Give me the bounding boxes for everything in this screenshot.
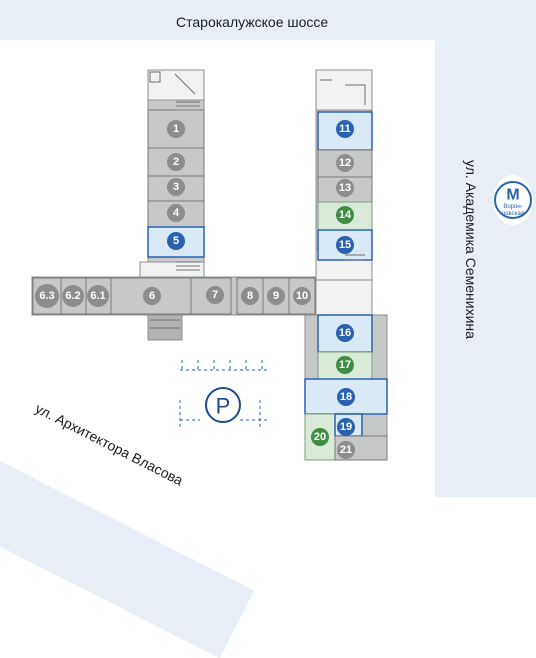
unit-circle bbox=[336, 324, 354, 342]
unit-marker-10[interactable]: 10 bbox=[293, 287, 311, 305]
unit-label: 1 bbox=[173, 123, 179, 135]
unit-label: 19 bbox=[340, 421, 352, 433]
unit-label: 6.3 bbox=[39, 290, 54, 302]
parking-area bbox=[179, 360, 270, 430]
unit-circle bbox=[336, 120, 354, 138]
parking-icon: P bbox=[205, 387, 241, 423]
unit-label: 9 bbox=[273, 290, 279, 302]
unit-circle bbox=[206, 286, 224, 304]
metro-symbol: M bbox=[506, 187, 519, 204]
unit-marker-8[interactable]: 8 bbox=[241, 287, 259, 305]
unit-marker-1[interactable]: 1 bbox=[167, 120, 185, 138]
unit-circle bbox=[167, 153, 185, 171]
metro-icon: M Ворон-цовская bbox=[493, 175, 533, 225]
unit-circle bbox=[167, 232, 185, 250]
unit-label: 7 bbox=[212, 289, 218, 301]
unit-circle bbox=[87, 285, 109, 307]
unit-label: 5 bbox=[173, 235, 179, 247]
unit-circle bbox=[62, 285, 84, 307]
unit-circle bbox=[336, 154, 354, 172]
unit-marker-6-3[interactable]: 6.3 bbox=[35, 284, 59, 308]
unit-label: 12 bbox=[339, 157, 351, 169]
unit-marker-18[interactable]: 18 bbox=[337, 388, 355, 406]
unit-marker-5[interactable]: 5 bbox=[167, 232, 185, 250]
unit-label: 15 bbox=[339, 239, 351, 251]
unit-label: 3 bbox=[173, 181, 179, 193]
unit-label: 8 bbox=[247, 290, 253, 302]
unit-marker-6-1[interactable]: 6.1 bbox=[87, 285, 109, 307]
road-label-top: Старокалужское шоссе bbox=[176, 14, 329, 30]
unit-marker-4[interactable]: 4 bbox=[167, 204, 185, 222]
unit-label: 17 bbox=[339, 359, 351, 371]
unit-circle bbox=[336, 206, 354, 224]
unit-circle bbox=[267, 287, 285, 305]
road-right bbox=[435, 0, 536, 497]
unit-circle bbox=[311, 428, 329, 446]
unit-marker-9[interactable]: 9 bbox=[267, 287, 285, 305]
unit-marker-20[interactable]: 20 bbox=[311, 428, 329, 446]
unit-label: 6.2 bbox=[65, 290, 80, 302]
unit-label: 2 bbox=[173, 156, 179, 168]
parking-symbol: P bbox=[216, 394, 231, 419]
unit-circle bbox=[336, 236, 354, 254]
unit-label: 6 bbox=[149, 290, 155, 302]
unit-circle bbox=[337, 388, 355, 406]
metro-station: Ворон-цовская bbox=[502, 204, 524, 217]
unit-marker-14[interactable]: 14 bbox=[336, 206, 354, 224]
unit-marker-2[interactable]: 2 bbox=[167, 153, 185, 171]
unit-label: 13 bbox=[339, 182, 351, 194]
unit-circle bbox=[337, 441, 355, 459]
unit-marker-17[interactable]: 17 bbox=[336, 356, 354, 374]
unit-marker-15[interactable]: 15 bbox=[336, 236, 354, 254]
unit-marker-7[interactable]: 7 bbox=[206, 286, 224, 304]
unit-marker-12[interactable]: 12 bbox=[336, 154, 354, 172]
unit-marker-6[interactable]: 6 bbox=[143, 287, 161, 305]
unit-label: 16 bbox=[339, 327, 351, 339]
unit-label: 20 bbox=[314, 431, 326, 443]
unit-marker-6-2[interactable]: 6.2 bbox=[62, 285, 84, 307]
unit-marker-11[interactable]: 11 bbox=[336, 120, 354, 138]
unit-circle bbox=[337, 418, 355, 436]
unit-circle bbox=[143, 287, 161, 305]
unit-label: 21 bbox=[340, 444, 352, 456]
unit-label: 10 bbox=[296, 290, 308, 302]
unit-circle bbox=[336, 356, 354, 374]
stair-details bbox=[149, 71, 366, 329]
unit-label: 18 bbox=[340, 391, 352, 403]
unit-circle bbox=[293, 287, 311, 305]
unit-circle bbox=[336, 179, 354, 197]
unit-circle bbox=[241, 287, 259, 305]
unit-marker-3[interactable]: 3 bbox=[167, 178, 185, 196]
unit-label: 4 bbox=[173, 207, 180, 219]
unit-marker-19[interactable]: 19 bbox=[337, 418, 355, 436]
unit-marker-21[interactable]: 21 bbox=[337, 441, 355, 459]
unit-circle bbox=[167, 178, 185, 196]
unit-circle bbox=[167, 120, 185, 138]
unit-marker-13[interactable]: 13 bbox=[336, 179, 354, 197]
unit-label: 11 bbox=[339, 123, 351, 135]
unit-marker-16[interactable]: 16 bbox=[336, 324, 354, 342]
unit-circle bbox=[167, 204, 185, 222]
unit-label: 14 bbox=[339, 209, 352, 221]
unit-circle bbox=[35, 284, 59, 308]
unit-label: 6.1 bbox=[90, 290, 105, 302]
